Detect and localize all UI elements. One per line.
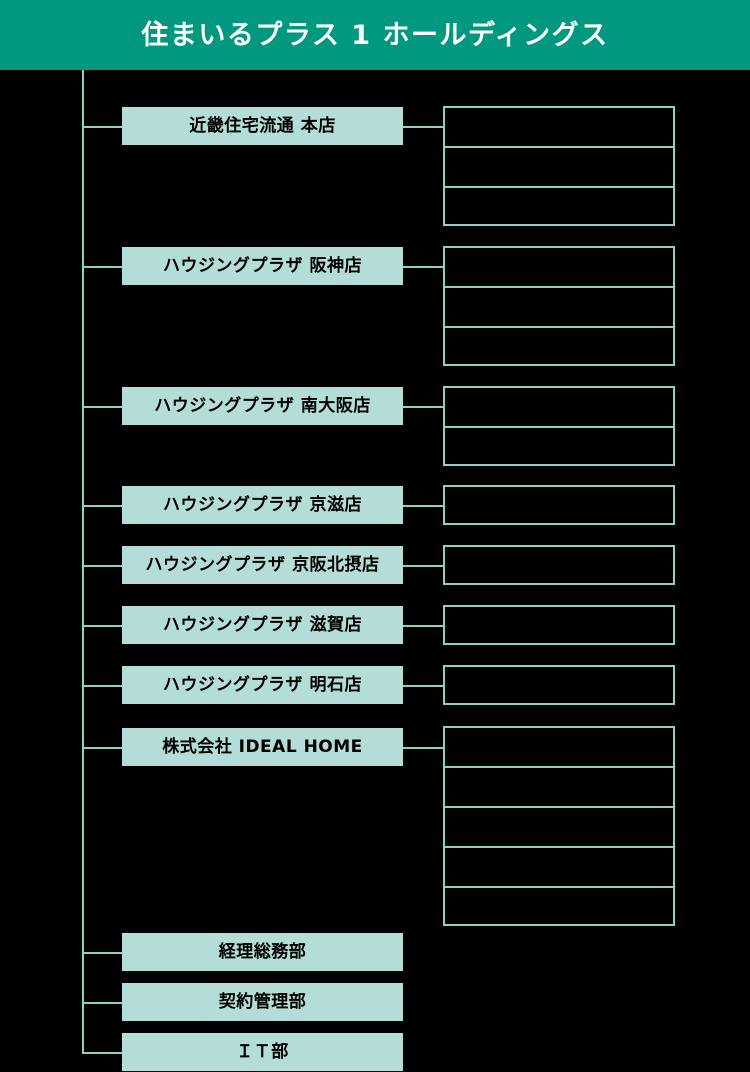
sub-node-housing-plaza-hanshin-3[interactable] <box>443 326 675 366</box>
sub-group-ideal-home <box>443 726 675 926</box>
sub-node-kinki-honten-2[interactable] <box>443 146 675 186</box>
sub-node-ideal-home-4[interactable] <box>443 846 675 886</box>
sub-node-kinki-honten-3[interactable] <box>443 186 675 226</box>
org-chart-header: 住まいるプラス 1 ホールディングス <box>0 0 750 70</box>
connector-trunk-to-housing-plaza-keiji <box>82 505 122 507</box>
sub-node-housing-plaza-keiji-1[interactable] <box>443 485 675 525</box>
connector-housing-plaza-hanshin-to-children <box>403 266 443 268</box>
node-it-bu[interactable]: ＩＴ部 <box>122 1033 403 1071</box>
sub-group-housing-plaza-hanshin <box>443 246 675 366</box>
node-housing-plaza-minami-osaka[interactable]: ハウジングプラザ 南大阪店 <box>122 387 403 425</box>
connector-trunk-to-housing-plaza-akashi <box>82 685 122 687</box>
node-kinki-honten[interactable]: 近畿住宅流通 本店 <box>122 107 403 145</box>
sub-group-housing-plaza-akashi <box>443 665 675 705</box>
connector-trunk-to-ideal-home <box>82 747 122 749</box>
sub-group-housing-plaza-shiga <box>443 605 675 645</box>
connector-trunk-to-kinki-honten <box>82 126 122 128</box>
sub-node-housing-plaza-hanshin-1[interactable] <box>443 246 675 286</box>
node-label: ハウジングプラザ 阪神店 <box>163 255 362 276</box>
sub-node-housing-plaza-akashi-1[interactable] <box>443 665 675 705</box>
sub-node-housing-plaza-shiga-1[interactable] <box>443 605 675 645</box>
connector-housing-plaza-shiga-to-children <box>403 625 443 627</box>
connector-trunk-to-housing-plaza-minami-osaka <box>82 406 122 408</box>
sub-node-housing-plaza-minami-osaka-2[interactable] <box>443 426 675 466</box>
connector-trunk-to-housing-plaza-shiga <box>82 625 122 627</box>
sub-node-housing-plaza-keihan-hokusetsu-1[interactable] <box>443 545 675 585</box>
node-label: ハウジングプラザ 京阪北摂店 <box>145 554 380 575</box>
trunk-line <box>82 70 84 1052</box>
node-label: 近畿住宅流通 本店 <box>189 115 336 136</box>
sub-node-ideal-home-1[interactable] <box>443 726 675 766</box>
node-housing-plaza-akashi[interactable]: ハウジングプラザ 明石店 <box>122 666 403 704</box>
node-label: 契約管理部 <box>218 991 307 1012</box>
sub-node-ideal-home-5[interactable] <box>443 886 675 926</box>
connector-trunk-to-keiyaku-kanribu <box>82 1002 122 1004</box>
sub-group-housing-plaza-keiji <box>443 485 675 525</box>
node-keiyaku-kanribu[interactable]: 契約管理部 <box>122 983 403 1021</box>
connector-housing-plaza-akashi-to-children <box>403 685 443 687</box>
node-keiri-somubu[interactable]: 経理総務部 <box>122 933 403 971</box>
sub-node-housing-plaza-hanshin-2[interactable] <box>443 286 675 326</box>
node-label: ハウジングプラザ 滋賀店 <box>163 614 362 635</box>
sub-group-housing-plaza-keihan-hokusetsu <box>443 545 675 585</box>
node-housing-plaza-keihan-hokusetsu[interactable]: ハウジングプラザ 京阪北摂店 <box>122 546 403 584</box>
node-label: ＩＴ部 <box>236 1041 289 1062</box>
connector-housing-plaza-keihan-hokusetsu-to-children <box>403 565 443 567</box>
page-title: 住まいるプラス 1 ホールディングス <box>141 19 609 51</box>
sub-node-kinki-honten-1[interactable] <box>443 106 675 146</box>
node-housing-plaza-shiga[interactable]: ハウジングプラザ 滋賀店 <box>122 606 403 644</box>
connector-ideal-home-to-children <box>403 747 443 749</box>
node-label: 株式会社 IDEAL HOME <box>162 736 363 757</box>
sub-group-housing-plaza-minami-osaka <box>443 386 675 466</box>
node-ideal-home[interactable]: 株式会社 IDEAL HOME <box>122 728 403 766</box>
connector-housing-plaza-minami-osaka-to-children <box>403 406 443 408</box>
node-label: 経理総務部 <box>218 941 307 962</box>
node-housing-plaza-hanshin[interactable]: ハウジングプラザ 阪神店 <box>122 247 403 285</box>
connector-kinki-honten-to-children <box>403 126 443 128</box>
sub-node-ideal-home-3[interactable] <box>443 806 675 846</box>
node-label: ハウジングプラザ 京滋店 <box>163 494 362 515</box>
node-label: ハウジングプラザ 南大阪店 <box>154 395 371 416</box>
connector-trunk-to-housing-plaza-hanshin <box>82 266 122 268</box>
connector-trunk-to-it-bu <box>82 1052 122 1054</box>
connector-housing-plaza-keiji-to-children <box>403 505 443 507</box>
sub-node-ideal-home-2[interactable] <box>443 766 675 806</box>
sub-node-housing-plaza-minami-osaka-1[interactable] <box>443 386 675 426</box>
node-label: ハウジングプラザ 明石店 <box>163 674 362 695</box>
sub-group-kinki-honten <box>443 106 675 226</box>
connector-trunk-to-housing-plaza-keihan-hokusetsu <box>82 565 122 567</box>
connector-trunk-to-keiri-somubu <box>82 952 122 954</box>
node-housing-plaza-keiji[interactable]: ハウジングプラザ 京滋店 <box>122 486 403 524</box>
